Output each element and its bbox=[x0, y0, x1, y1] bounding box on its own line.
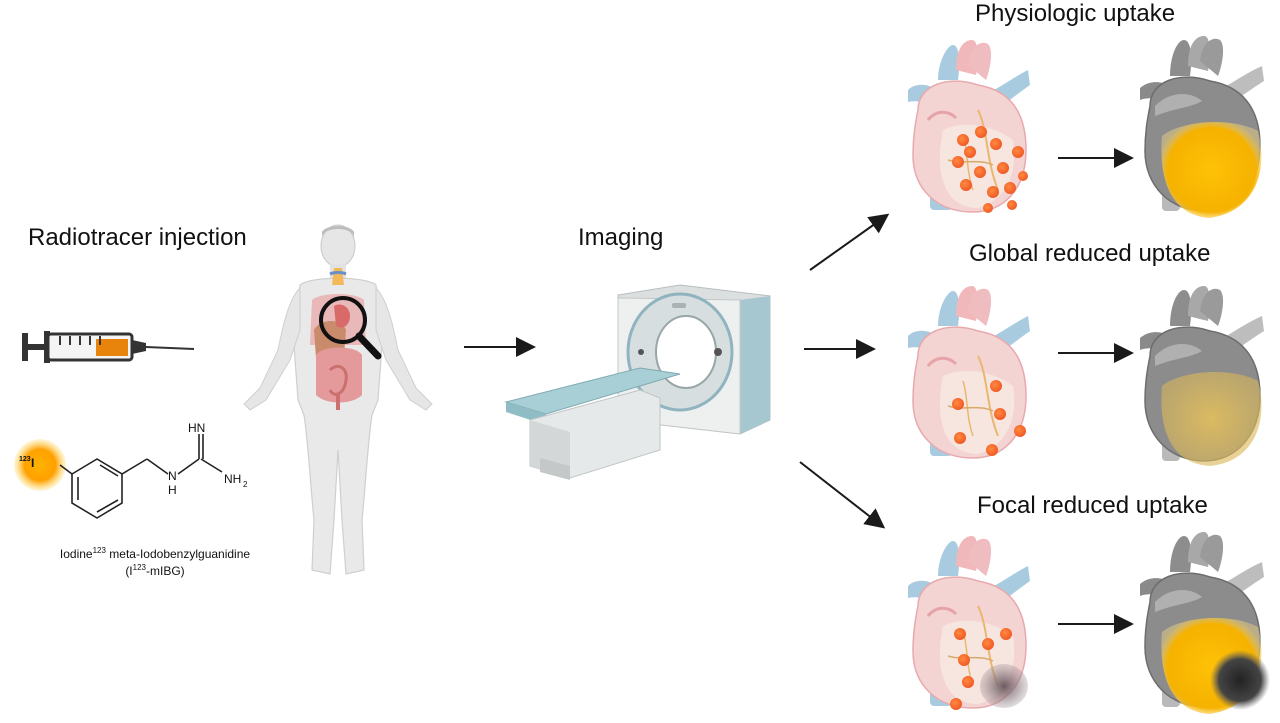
imaging-label: Imaging bbox=[578, 224, 664, 251]
spect-scanner-icon bbox=[504, 284, 771, 480]
mibg-caption: Iodine123 meta-Iodobenzylguanidine (I123… bbox=[40, 544, 270, 578]
heart-global-illustration bbox=[906, 284, 1032, 460]
radiotracer-injection-label: Radiotracer injection bbox=[28, 224, 247, 251]
mibg-molecule-structure bbox=[14, 434, 223, 519]
global-reduced-uptake-label: Global reduced uptake bbox=[969, 240, 1211, 267]
human-body-figure bbox=[243, 224, 433, 575]
magnifier-icon bbox=[319, 296, 382, 360]
caption-abbr-close: -mIBG) bbox=[146, 564, 185, 578]
caption-sup-1: 123 bbox=[92, 546, 106, 555]
scintigraphy-physiologic bbox=[1139, 35, 1265, 218]
amine-nh2-subscript: 2 bbox=[243, 480, 248, 489]
arrow-to-physiologic bbox=[809, 213, 890, 271]
amine-nh2-label: NH bbox=[224, 472, 241, 486]
scintigraphy-focal-reduced bbox=[1139, 531, 1270, 714]
arrow-to-focal bbox=[799, 461, 886, 529]
iodine-mass-number: 123 bbox=[19, 456, 31, 463]
scintigraphy-global-reduced bbox=[1139, 285, 1265, 466]
caption-iodine: Iodine bbox=[59, 547, 93, 561]
syringe-icon bbox=[22, 331, 195, 363]
caption-abbr-open: (I bbox=[125, 564, 133, 578]
physiologic-uptake-label: Physiologic uptake bbox=[975, 0, 1176, 27]
amine-h-label: H bbox=[168, 483, 177, 497]
imine-label: HN bbox=[188, 421, 205, 435]
caption-mibg-name: meta-Iodobenzylguanidine bbox=[105, 547, 251, 561]
amine-n-label: N bbox=[168, 469, 177, 483]
heart-physiologic-illustration bbox=[906, 38, 1032, 214]
iodine-symbol: I bbox=[31, 456, 34, 470]
focal-reduced-uptake-label: Focal reduced uptake bbox=[977, 492, 1208, 519]
caption-sup-2: 123 bbox=[132, 563, 147, 572]
heart-focal-illustration bbox=[906, 534, 1032, 710]
